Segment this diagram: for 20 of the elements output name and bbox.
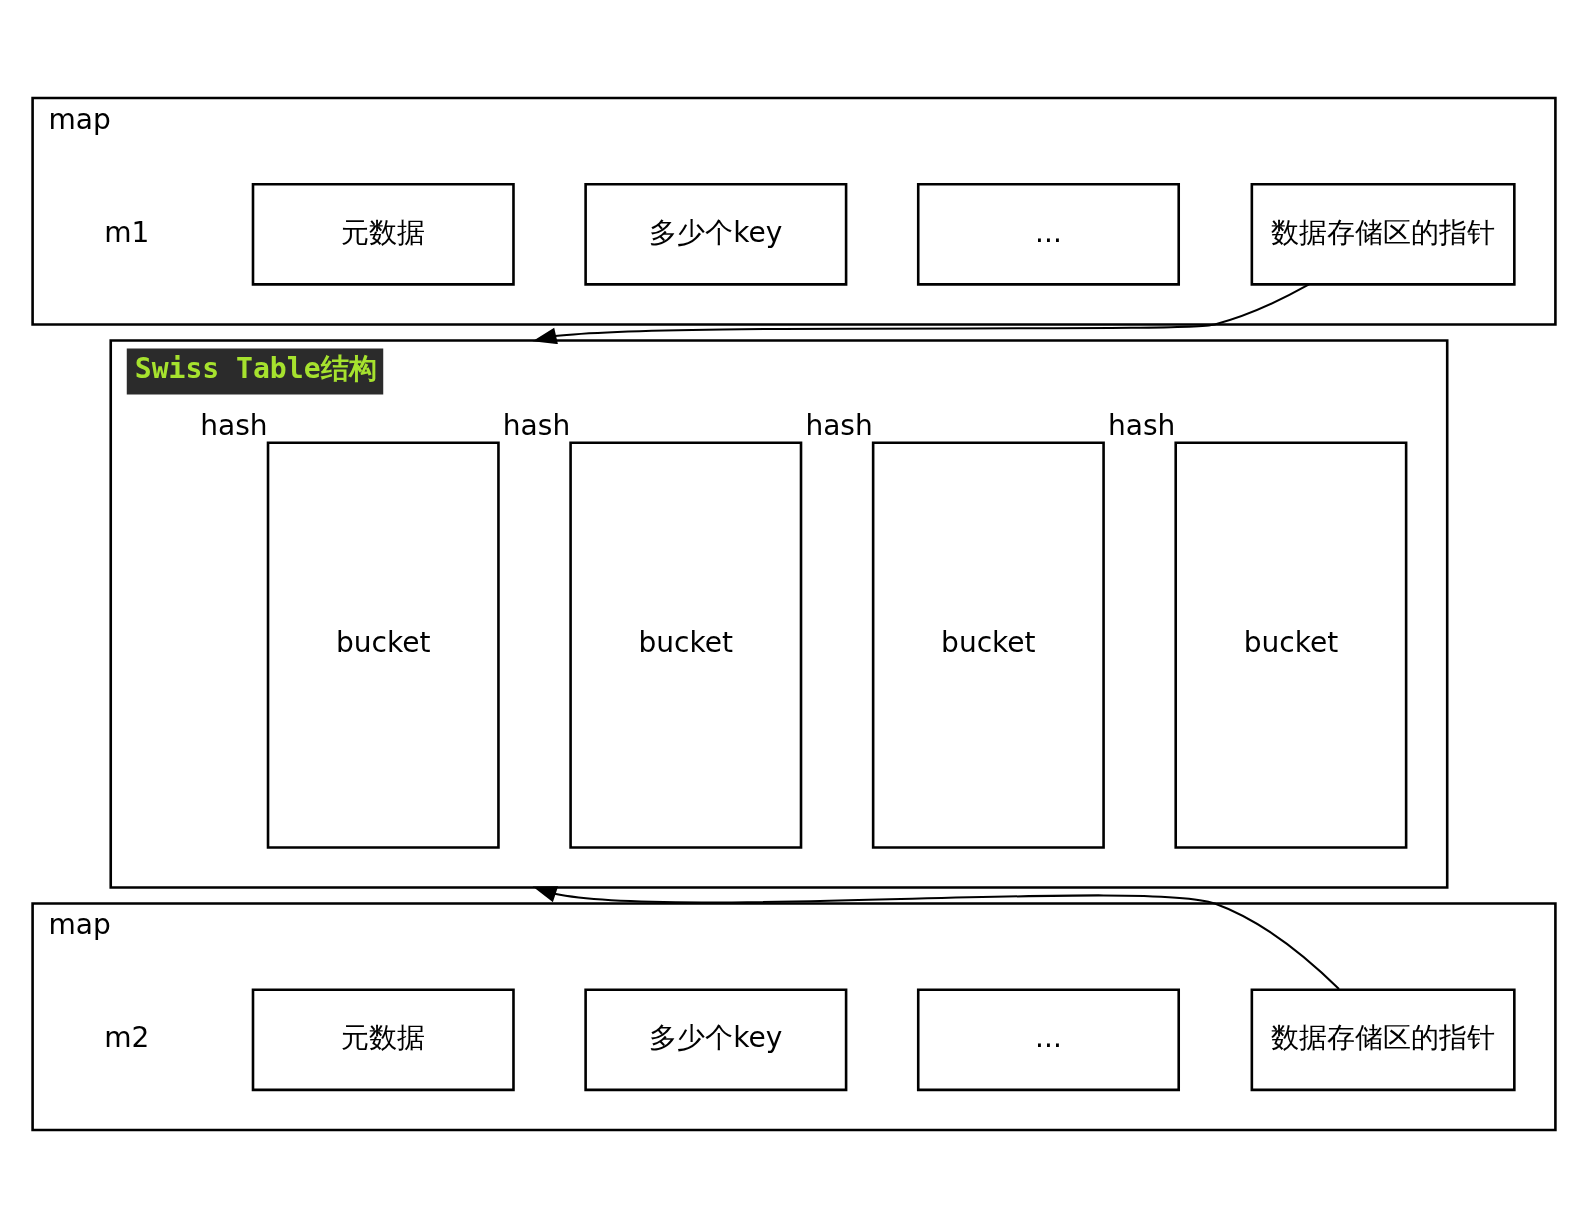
node-box: bucket — [569, 441, 803, 849]
node-box: ... — [916, 182, 1180, 286]
node-box: 多少个key — [584, 988, 848, 1092]
arrow — [532, 886, 1340, 991]
node-box: 多少个key — [584, 182, 848, 286]
node-label: hash — [805, 409, 873, 443]
node-box: 数据存储区的指针 — [1250, 988, 1516, 1092]
node-box: bucket — [871, 441, 1105, 849]
node-label: hash — [502, 409, 571, 443]
node-box: ... — [916, 988, 1180, 1092]
node-box: bucket — [266, 441, 500, 849]
node-box: bucket — [1174, 441, 1408, 849]
node-label: m1 — [104, 215, 150, 249]
node-box: 元数据 — [251, 182, 515, 286]
node-label: m2 — [104, 1021, 150, 1055]
node-label: hash — [1107, 409, 1176, 443]
arrow — [532, 283, 1310, 345]
node-box: 数据存储区的指针 — [1250, 182, 1516, 286]
node-label: hash — [200, 409, 268, 443]
node-box: 元数据 — [251, 988, 515, 1092]
